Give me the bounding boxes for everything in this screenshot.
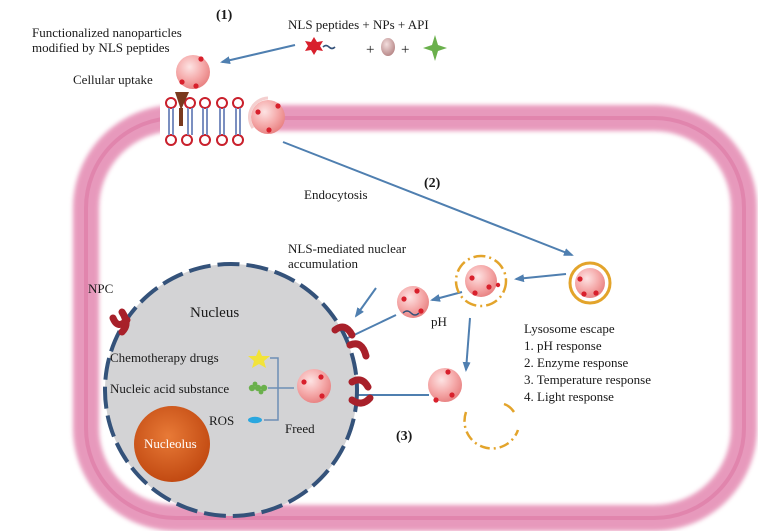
- lysosome-escape-list: Lysosome escape 1. pH response 2. Enzyme…: [524, 321, 651, 404]
- plus-sign: +: [366, 42, 374, 58]
- star-icon: [248, 349, 270, 368]
- nucleic-acid-label: Nucleic acid substance: [110, 381, 229, 396]
- nanoparticle-ph: [397, 286, 429, 318]
- functionalized-label-line1: Functionalized nanoparticles: [32, 25, 182, 40]
- lysosome-intact: [568, 261, 612, 305]
- npc-label: NPC: [88, 281, 113, 296]
- nanoparticle-escaped: [428, 368, 462, 403]
- plus-sign: +: [401, 42, 409, 58]
- step-3-label: (3): [396, 429, 413, 444]
- functionalized-label-line2: modified by NLS peptides: [32, 40, 170, 55]
- lysosome-escape-title: Lysosome escape: [524, 321, 615, 336]
- lysosome-item: 2. Enzyme response: [524, 355, 629, 370]
- nucleic-acid-icon: [248, 381, 268, 395]
- arrow-to-escape: [514, 273, 567, 283]
- nanoparticle-functionalized: [176, 55, 210, 89]
- arrow-to-npc: [354, 287, 377, 318]
- cargo-bracket: [264, 357, 294, 421]
- nls-accumulation-label-line1: NLS-mediated nuclear: [288, 241, 407, 256]
- arrow-endocytosis: [282, 141, 574, 256]
- step-1-label: (1): [216, 8, 233, 23]
- ph-label: pH: [431, 314, 447, 329]
- nls-accumulation-label-line2: accumulation: [288, 256, 359, 271]
- arrow-escape-to-np: [430, 291, 463, 302]
- nanoparticle-uptake: [248, 96, 285, 134]
- npc-pore: [346, 340, 370, 360]
- api-star-icon: [423, 35, 447, 61]
- components-label: NLS peptides + NPs + API: [288, 17, 429, 32]
- npc-pore: [348, 394, 374, 407]
- cell-membrane: [73, 105, 757, 531]
- nucleus-label: Nucleus: [190, 305, 239, 321]
- freed-label: Freed: [285, 421, 315, 436]
- lysosome-rupturing: [454, 254, 508, 308]
- npc-pore: [118, 308, 130, 336]
- endocytosis-label: Endocytosis: [304, 187, 368, 202]
- cellular-uptake-label: Cellular uptake: [73, 72, 153, 87]
- ros-icon: [248, 416, 262, 424]
- nucleolus: [134, 406, 210, 482]
- nls-peptide-icon: [305, 37, 336, 55]
- lysosome-item: 3. Temperature response: [524, 372, 651, 387]
- lysosome-broken: [463, 402, 520, 450]
- arrow-escape-down: [462, 317, 471, 372]
- api-particle-icon: [381, 38, 395, 56]
- ros-label: ROS: [209, 413, 234, 428]
- npc-pore: [348, 376, 372, 391]
- lysosome-item: 4. Light response: [524, 389, 614, 404]
- arrow-assembly: [220, 44, 296, 65]
- chemotherapy-label: Chemotherapy drugs: [110, 350, 219, 365]
- membrane-receptor: [175, 92, 189, 126]
- lysosome-item: 1. pH response: [524, 338, 602, 353]
- nucleus: [103, 262, 359, 518]
- step-2-label: (2): [424, 176, 441, 191]
- npc-pores: [109, 308, 374, 407]
- nanoparticle-freed: [297, 369, 331, 403]
- npc-pore: [331, 323, 356, 339]
- nucleolus-label: Nucleolus: [144, 436, 197, 451]
